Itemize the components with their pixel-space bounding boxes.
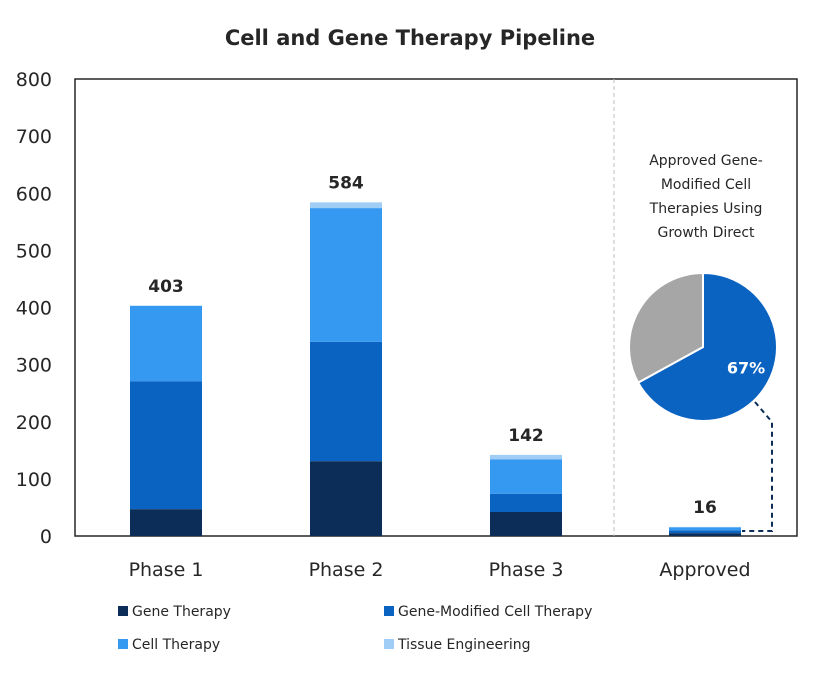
legend-label: Tissue Engineering — [397, 637, 531, 653]
x-axis: Phase 1 Phase 2 Phase 3 Approved — [129, 559, 751, 581]
x-tick-label: Approved — [659, 559, 750, 581]
y-axis: 0 100 200 300 400 500 600 700 800 — [16, 69, 52, 548]
y-tick-label: 500 — [16, 240, 52, 262]
y-tick-label: 300 — [16, 355, 52, 377]
pie-title-line: Growth Direct — [657, 225, 755, 241]
pie-title-line: Approved Gene- — [649, 153, 763, 169]
y-tick-label: 100 — [16, 469, 52, 491]
bar-segment-gene-therapy-approved — [669, 533, 741, 536]
y-tick-label: 800 — [16, 69, 52, 91]
pie-connector — [742, 401, 773, 532]
bar-segment-cell-therapy-phase-2 — [310, 208, 382, 342]
pie-title-line: Modified Cell — [661, 177, 751, 193]
bar-segment-gene-modified-cell-therapy-phase-3 — [490, 493, 562, 513]
y-tick-label: 600 — [16, 183, 52, 205]
bar-totals: 403 584 142 16 — [148, 173, 717, 517]
x-tick-label: Phase 1 — [129, 559, 204, 581]
bar-segment-tissue-engineering-phase-3 — [490, 454, 562, 460]
bar-segment-gene-modified-cell-therapy-phase-1 — [130, 381, 202, 510]
bar-segment-cell-therapy-approved — [669, 527, 741, 531]
chart-title: Cell and Gene Therapy Pipeline — [225, 26, 595, 50]
bars — [130, 202, 741, 536]
y-tick-label: 700 — [16, 126, 52, 148]
bar-segment-tissue-engineering-approved — [669, 526, 741, 528]
pie-slice — [628, 271, 704, 385]
bar-segment-gene-therapy-phase-3 — [490, 512, 562, 536]
pie-title-line: Therapies Using — [649, 201, 763, 217]
plot-border — [74, 78, 798, 537]
bar-segment-gene-modified-cell-therapy-approved — [669, 530, 741, 534]
plot-frame — [74, 78, 798, 537]
legend-swatch — [384, 606, 394, 616]
legend-swatch — [384, 639, 394, 649]
legend-label: Gene-Modified Cell Therapy — [398, 604, 592, 620]
legend-swatch — [118, 639, 128, 649]
bar-segment-cell-therapy-phase-3 — [490, 459, 562, 494]
bar-segment-gene-therapy-phase-1 — [130, 509, 202, 536]
y-tick-label: 400 — [16, 298, 52, 320]
x-tick-label: Phase 2 — [309, 559, 384, 581]
bar-segment-gene-therapy-phase-2 — [310, 461, 382, 536]
legend-label: Gene Therapy — [132, 604, 231, 620]
bar-segment-tissue-engineering-phase-2 — [310, 202, 382, 209]
legend: Gene Therapy Gene-Modified Cell TherapyCe… — [118, 604, 592, 653]
bar-total-label: 16 — [693, 498, 717, 518]
y-tick-label: 200 — [16, 412, 52, 434]
bar-total-label: 142 — [508, 426, 544, 446]
x-tick-label: Phase 3 — [489, 559, 564, 581]
pie-slice-label: 67% — [727, 359, 765, 378]
bar-total-label: 403 — [148, 277, 184, 297]
pie-slice — [636, 271, 778, 422]
bar-segment-gene-modified-cell-therapy-phase-2 — [310, 341, 382, 462]
bar-segment-cell-therapy-phase-1 — [130, 305, 202, 382]
legend-label: Cell Therapy — [132, 637, 220, 653]
bar-total-label: 584 — [328, 173, 364, 193]
y-tick-label: 0 — [40, 526, 52, 548]
legend-swatch — [118, 606, 128, 616]
